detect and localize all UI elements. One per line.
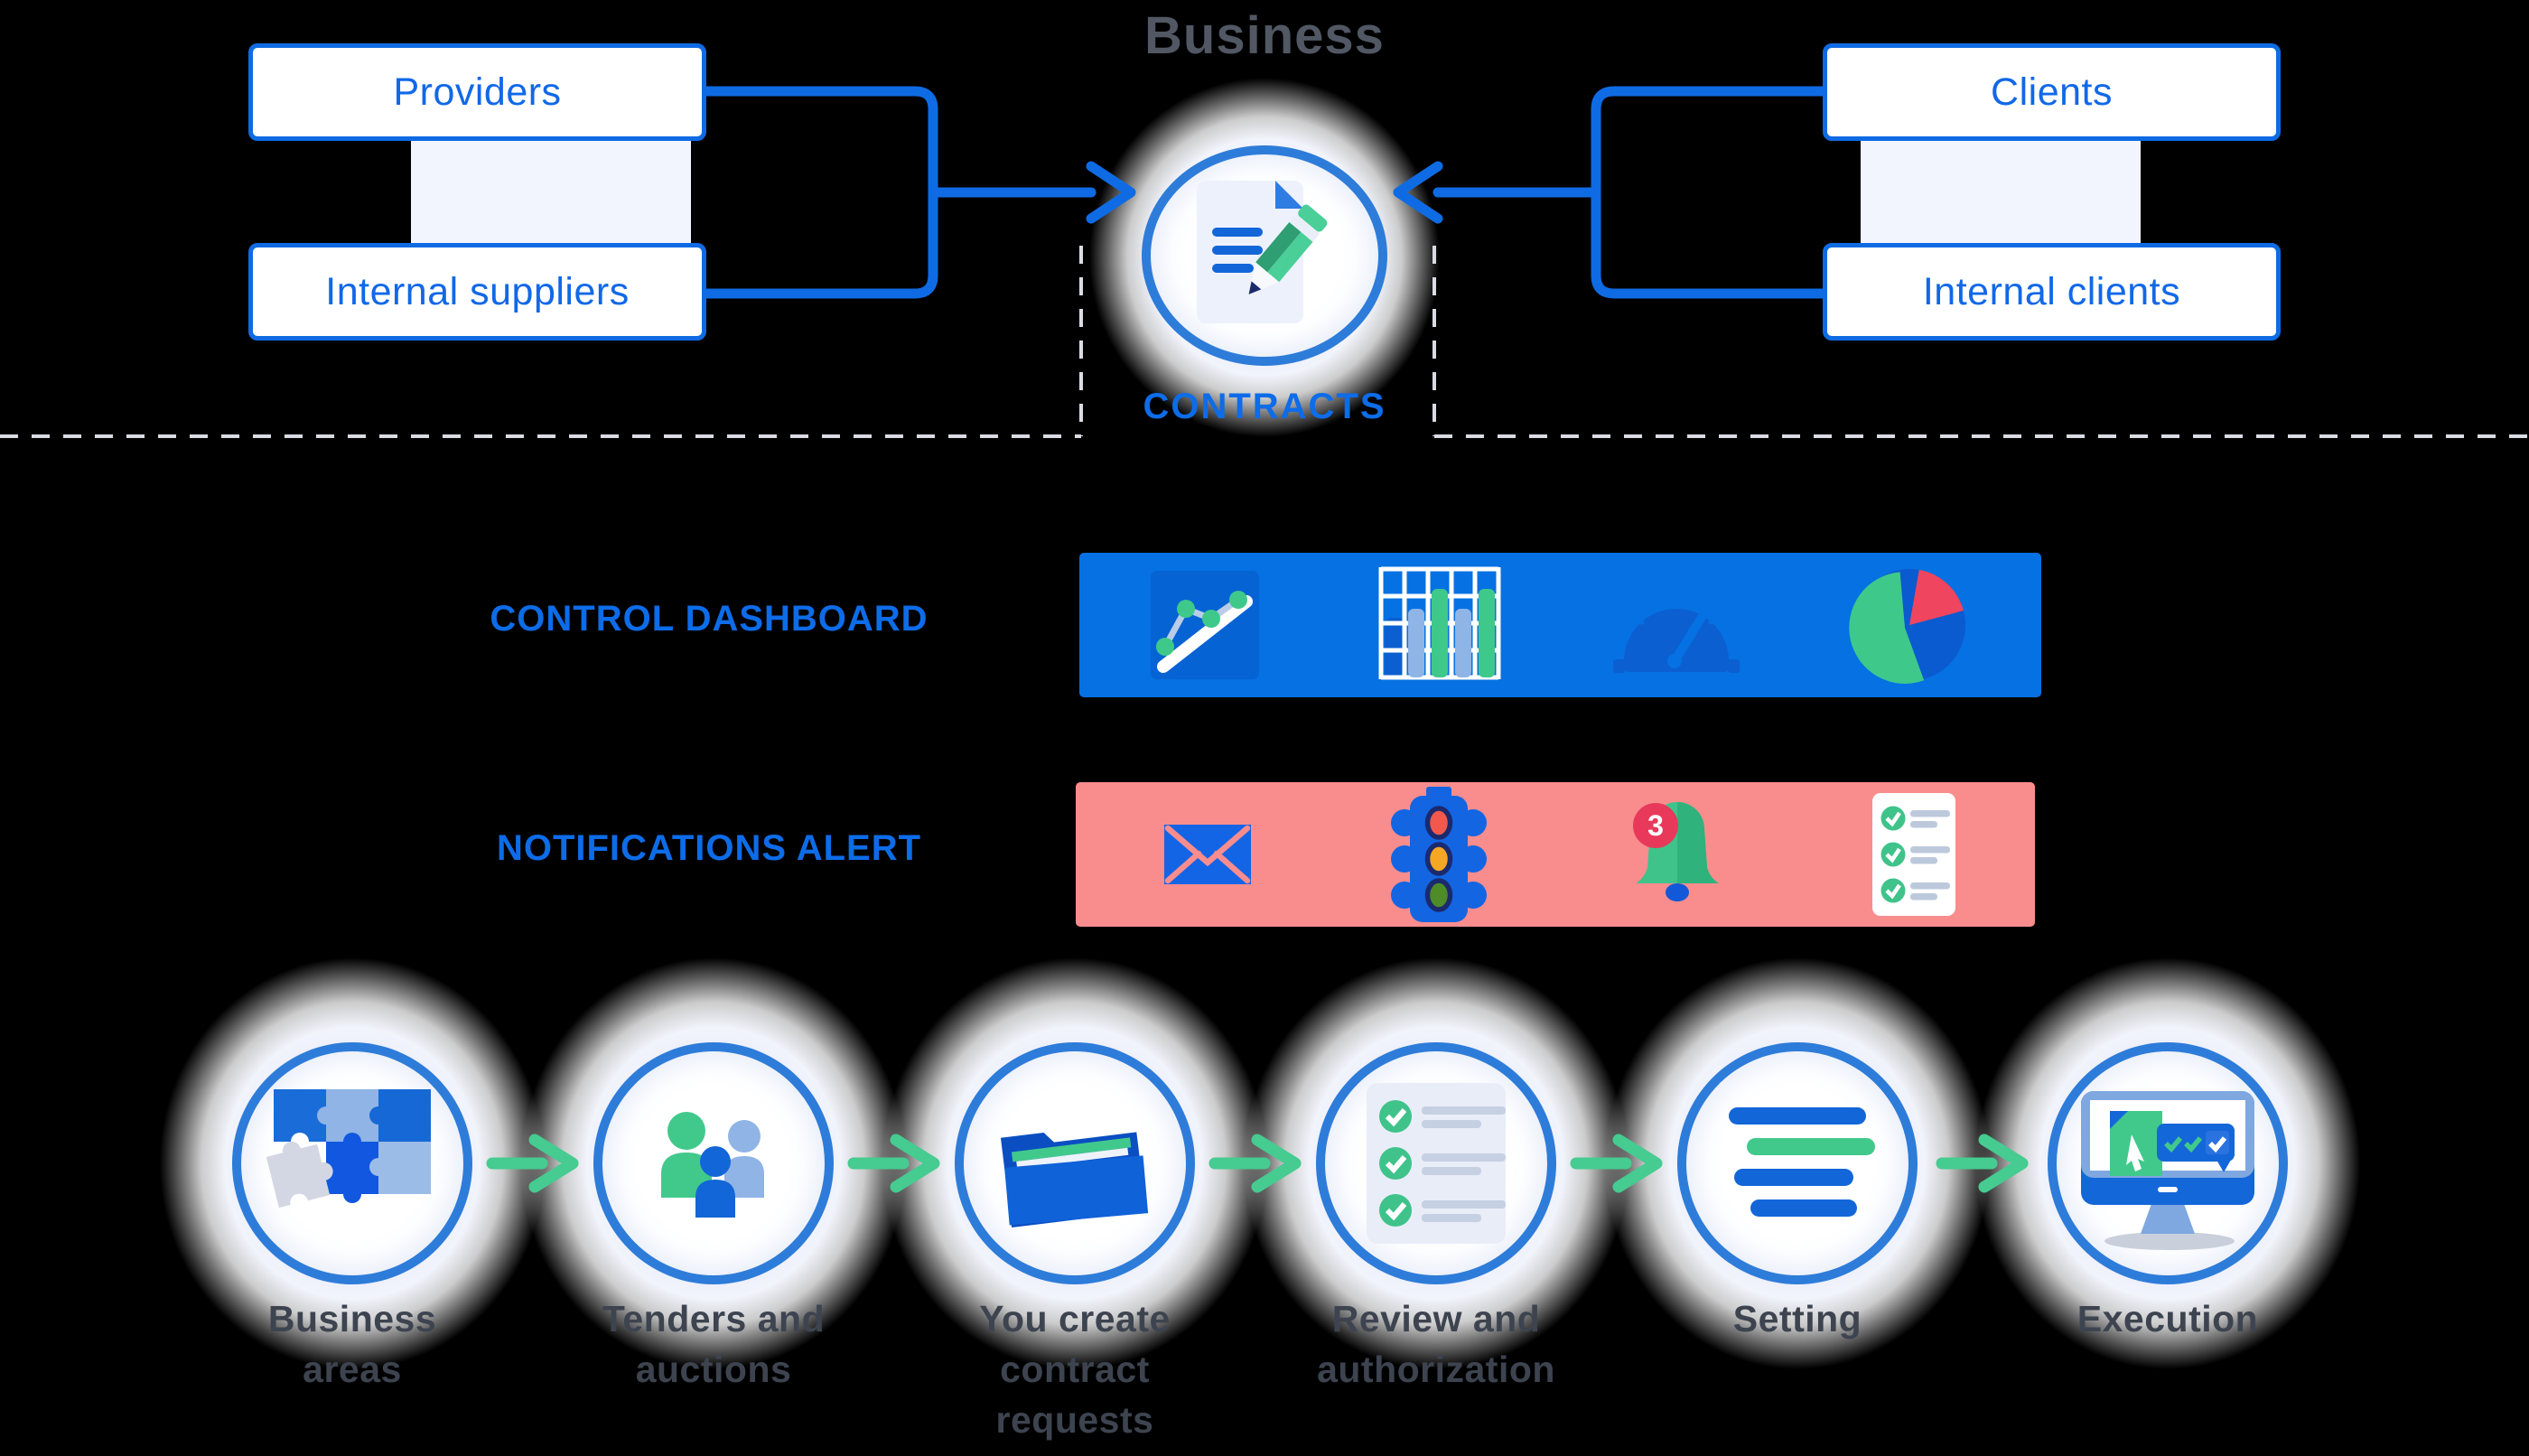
contracts-hub-label: CONTRACTS: [1143, 387, 1386, 426]
checklist-card-icon: [1367, 1083, 1506, 1244]
process-arrow-head: [1612, 1134, 1663, 1193]
bell-icon: [1636, 802, 1719, 901]
clients-label: Clients: [1991, 70, 2113, 114]
gauge-icon: [1613, 575, 1740, 673]
right-entity-band: [1861, 138, 2141, 248]
line-chart-icon: [1151, 571, 1259, 679]
people-icon: [661, 1112, 764, 1218]
internal-clients-box: Internal clients: [1823, 243, 2281, 341]
checklist-icon: [1872, 793, 1955, 916]
clients-box: Clients: [1823, 43, 2281, 141]
internal-suppliers-label: Internal suppliers: [325, 269, 630, 313]
internal-suppliers-box: Internal suppliers: [248, 243, 706, 341]
step-label-contract-requests: You create contract requests: [979, 1298, 1171, 1441]
process-arrow-head: [890, 1134, 940, 1193]
contract-edit-icon: [1197, 181, 1328, 323]
puzzle-icon: [266, 1089, 431, 1212]
right-bracket-line: [1591, 86, 1828, 299]
bar-chart-icon: [1378, 566, 1501, 680]
providers-box: Providers: [248, 43, 706, 141]
step-label-review: Review and authorization: [1317, 1298, 1555, 1390]
left-entity-band: [411, 138, 691, 248]
folder-icon: [1000, 1132, 1149, 1228]
traffic-light-icon: [1391, 787, 1487, 922]
notification-badge: 3: [1633, 803, 1678, 848]
step-label-setting: Setting: [1732, 1298, 1862, 1339]
step-ring-setting: [1677, 1042, 1918, 1284]
pie-chart-icon: [1849, 569, 1965, 684]
envelope-icon: [1164, 825, 1251, 884]
right-arrowhead: [1393, 161, 1443, 224]
step-label-business-areas: Business areas: [267, 1298, 437, 1390]
process-arrow-head: [528, 1134, 579, 1193]
process-arrow-head: [1251, 1134, 1302, 1193]
text-lines-icon: [1729, 1107, 1875, 1217]
control-dashboard-label: CONTROL DASHBOARD: [490, 599, 929, 639]
step-label-execution: Execution: [2076, 1298, 2259, 1339]
notifications-alert-label: NOTIFICATIONS ALERT: [496, 828, 922, 868]
providers-label: Providers: [393, 70, 562, 114]
page-title: Business: [1144, 6, 1385, 65]
step-label-tenders: Tenders and auctions: [602, 1298, 826, 1390]
internal-clients-label: Internal clients: [1922, 269, 2181, 313]
process-arrow-head: [1978, 1134, 2029, 1193]
left-arrowhead: [1086, 161, 1136, 224]
left-bracket-line: [701, 86, 938, 299]
monitor-icon: [2081, 1091, 2254, 1250]
